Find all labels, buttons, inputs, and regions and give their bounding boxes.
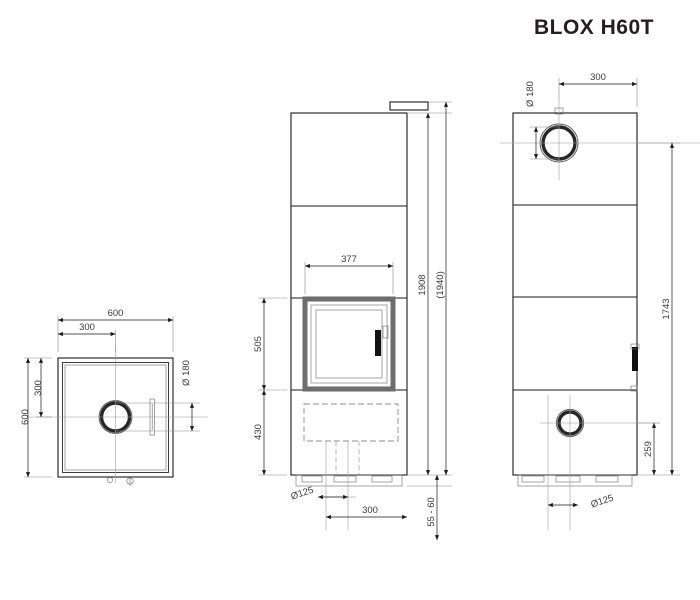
front-view-dim-1908: 1908 — [417, 274, 428, 295]
front-view-door-glass — [310, 304, 388, 384]
front-view-door-outer-edge — [302, 296, 396, 392]
side-view-dim-259: 259 — [643, 441, 654, 457]
side-view-group: Ø 180 300 1743 259 Ø125 — [500, 72, 700, 530]
front-view-group: 377 505 430 1908 (1940) Ø125 300 — [253, 101, 452, 540]
top-view-dim-600-width: 600 — [108, 308, 124, 319]
front-view-foot-1 — [301, 475, 323, 483]
front-view-dim-300: 300 — [362, 505, 378, 516]
front-view-door-glass-inner — [315, 309, 383, 379]
page-title: BLOX H60T — [533, 16, 654, 39]
side-view-dim-300: 300 — [590, 72, 606, 83]
side-view-dim-1743: 1743 — [661, 298, 672, 319]
front-view-dim-5560: 55 - 60 — [426, 497, 437, 527]
side-view-handle — [632, 347, 638, 371]
front-view-door-latch — [382, 325, 389, 339]
front-view-foot-2 — [333, 475, 357, 483]
top-view-knob-left — [107, 477, 113, 483]
top-view-dim-600-depth: 600 — [20, 409, 31, 425]
front-view-dim-430: 430 — [253, 424, 264, 440]
front-view-base-compartment — [303, 403, 399, 442]
front-view-dim-505: 505 — [253, 336, 264, 352]
side-view-foot-3 — [595, 475, 619, 483]
front-view-foot-3 — [371, 475, 393, 483]
side-view-handle-cap — [630, 343, 640, 350]
top-view-dim-dia180: Ø 180 — [181, 360, 192, 386]
front-view-body — [290, 112, 408, 476]
side-view-foot-2 — [555, 475, 581, 483]
front-view-dim-dia125: Ø125 — [289, 485, 315, 503]
top-view-dim-300-depth: 300 — [33, 380, 44, 396]
front-view-plinth — [295, 474, 403, 487]
top-view-dim-300-width: 300 — [79, 322, 95, 333]
side-view-dim-dia125: Ø125 — [589, 493, 615, 511]
front-view-top-plate — [389, 101, 429, 111]
side-view-handle-base — [630, 385, 638, 392]
front-view-door-handle — [375, 330, 381, 356]
side-view-plinth — [517, 474, 633, 487]
front-view-dim-1940: (1940) — [435, 271, 446, 298]
front-view-dim-377: 377 — [341, 254, 357, 265]
top-view-group: 600 300 600 300 Ø 180 — [20, 308, 208, 486]
side-view-body — [512, 112, 638, 476]
side-view-foot-1 — [521, 475, 545, 483]
front-view-door-frame — [302, 296, 396, 392]
side-view-dim-dia180: Ø 180 — [525, 81, 536, 107]
